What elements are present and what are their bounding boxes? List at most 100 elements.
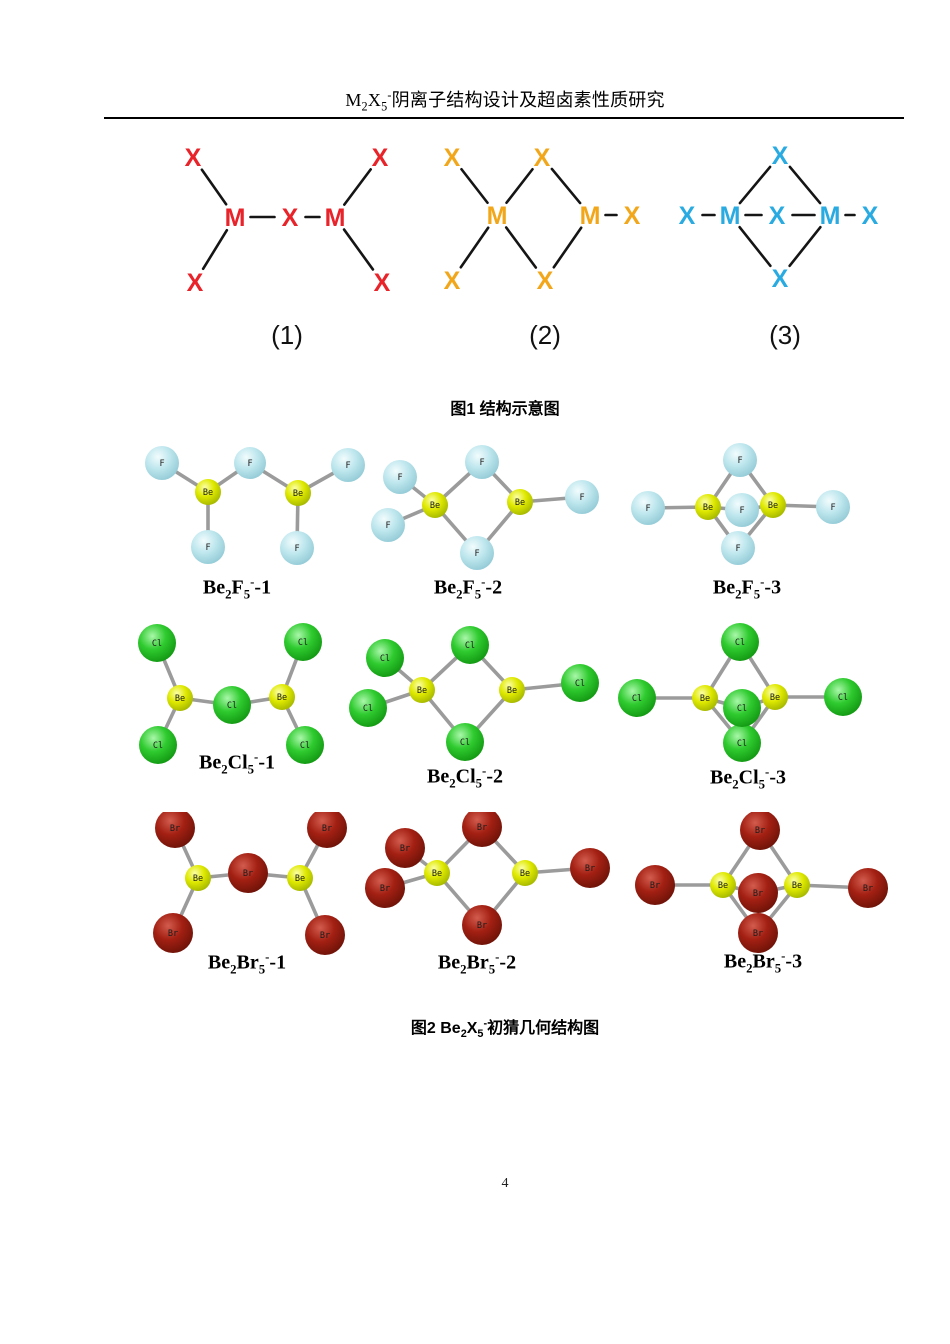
figure2-caption: 图2 Be2X5-初猜几何结构图 (55, 1014, 950, 1041)
atom-symbol-label: Be (718, 881, 728, 891)
atom-sphere-f (816, 490, 850, 524)
atom-symbol-label: Cl (465, 641, 475, 651)
text-run: -3 (764, 576, 782, 599)
schematic-atom-letter: M (325, 204, 346, 232)
text-run: 初猜几何结构图 (487, 1020, 600, 1037)
atom-sphere-f (460, 536, 494, 570)
atom-sphere-br (365, 868, 405, 908)
subscript: 5 (475, 776, 483, 791)
text-run: -1 (258, 751, 275, 774)
schematic-atom-letter: X (444, 144, 461, 172)
atom-sphere-cl (213, 686, 251, 724)
superscript: - (482, 764, 487, 778)
subscript: 2 (221, 762, 228, 777)
atom-symbol-label: Br (650, 881, 660, 891)
molecule-label-be2cl5-2: Be2Cl5--2 (355, 764, 575, 792)
subscript: 2 (735, 587, 742, 602)
subscript: 2 (361, 99, 368, 114)
schematic-atom-letter: X (282, 204, 299, 232)
paper-title: M2X5-阴离子结构设计及超卤素性质研究 (55, 86, 950, 115)
subscript: 2 (230, 962, 237, 977)
atom-sphere-be (695, 494, 721, 520)
bond-line (738, 165, 772, 205)
schematic-label-3: (3) (769, 320, 801, 350)
atom-symbol-label: Be (770, 693, 780, 703)
atom-symbol-label: F (579, 493, 584, 503)
schematic-atom-letter: X (444, 267, 461, 295)
atom-sphere-br (228, 853, 268, 893)
bond-line (788, 165, 822, 205)
atom-sphere-cl (446, 723, 484, 761)
atom-sphere-be (285, 480, 311, 506)
atom-symbol-label: Cl (380, 654, 390, 664)
text-run: Cl (227, 751, 248, 774)
atom-symbol-label: Br (380, 884, 390, 894)
atom-sphere-cl (721, 623, 759, 661)
subscript: 2 (746, 961, 753, 976)
atom-symbol-label: F (397, 473, 402, 483)
atom-symbol-label: Cl (838, 693, 848, 703)
atom-symbol-label: Cl (460, 738, 470, 748)
atom-sphere-f (721, 531, 755, 565)
atom-symbol-label: Be (430, 501, 440, 511)
atom-sphere-f (234, 447, 266, 479)
atom-sphere-br (462, 812, 502, 847)
text-run: X (367, 90, 382, 110)
atom-symbol-label: Br (755, 826, 765, 836)
atom-sphere-br (385, 828, 425, 868)
subscript: 5 (243, 587, 251, 602)
atom-sphere-f (725, 493, 759, 527)
atom-sphere-be (760, 492, 786, 518)
atom-sphere-br (848, 868, 888, 908)
atom-sphere-be (424, 860, 450, 886)
subscript: 5 (774, 961, 782, 976)
molecule-label-be2f5-2: Be2F5--2 (358, 575, 578, 603)
atom-symbol-label: F (830, 503, 835, 513)
atom-sphere-f (465, 445, 499, 479)
atom-symbol-label: Br (753, 929, 763, 939)
molecule-label-be2br5-3: Be2Br5--3 (653, 949, 873, 977)
atom-symbol-label: Cl (575, 679, 585, 689)
atom-symbol-label: Cl (152, 639, 162, 649)
schematic-atom-letter: X (772, 265, 789, 293)
subscript: 5 (474, 587, 482, 602)
schematic-atom-letter: X (862, 202, 879, 230)
atom-sphere-cl (824, 678, 862, 716)
schematic-atom-letter: M (720, 202, 741, 230)
atom-sphere-be (499, 677, 525, 703)
atom-sphere-be (167, 685, 193, 711)
schematic-atom-letter: M (580, 202, 601, 230)
bond-line (460, 167, 489, 205)
molecule-label-be2cl5-1: Be2Cl5--1 (127, 750, 347, 778)
superscript: - (781, 949, 786, 963)
superscript: - (254, 750, 259, 764)
atom-sphere-cl (286, 726, 324, 764)
atom-symbol-label: Be (703, 503, 713, 513)
atom-symbol-label: Cl (735, 638, 745, 648)
bond-line (738, 225, 772, 268)
atom-symbol-label: Cl (227, 701, 237, 711)
atom-sphere-cl (451, 626, 489, 664)
atom-sphere-cl (723, 689, 761, 727)
atom-sphere-be (512, 860, 538, 886)
atom-symbol-label: Cl (363, 704, 373, 714)
atom-sphere-br (307, 812, 347, 848)
atom-symbol-label: Cl (300, 741, 310, 751)
atom-symbol-label: F (737, 456, 742, 466)
subscript: 2 (456, 587, 463, 602)
text-run: Cl (455, 765, 476, 788)
atom-sphere-f (723, 443, 757, 477)
atom-symbol-label: F (739, 506, 744, 516)
atom-sphere-cl (723, 724, 761, 762)
atom-sphere-f (331, 448, 365, 482)
atom-symbol-label: Be (295, 874, 305, 884)
header-rule (104, 117, 904, 119)
